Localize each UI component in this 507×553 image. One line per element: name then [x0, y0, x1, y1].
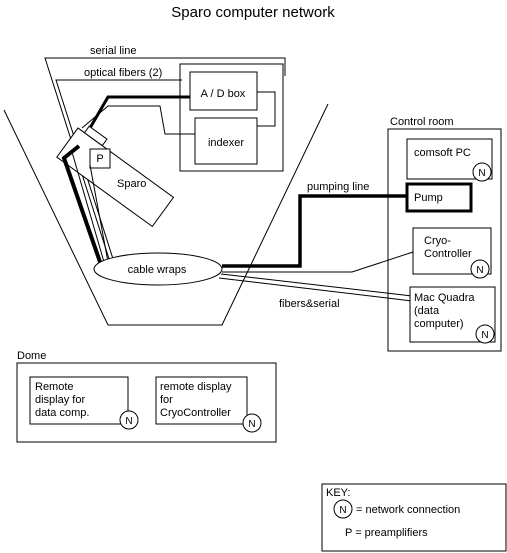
cable-wraps-label: cable wraps [128, 264, 187, 276]
remote2-line1: remote display [160, 381, 232, 393]
optical-fiber-route [55, 79, 182, 263]
remote2-network-icon [242, 413, 262, 433]
ad-box [189, 71, 258, 111]
mac-label-line2: (data [414, 305, 440, 317]
comsoft-label: comsoft PC [414, 147, 471, 159]
ad-to-sparo-thick-line [88, 95, 190, 129]
remote2-line2: for [160, 394, 173, 406]
key-preamp-text: P = preamplifiers [345, 527, 428, 539]
remote2-network-label: N [248, 419, 255, 430]
sparo-instrument [56, 127, 175, 228]
remote-display-cryo [155, 376, 248, 425]
pump-box [405, 182, 473, 213]
electronics-enclosure [179, 63, 284, 172]
fibers-serial-label: fibers&serial [279, 298, 340, 310]
remote1-network-label: N [125, 416, 132, 427]
control-room [387, 128, 502, 352]
sparo-top-tab [83, 125, 108, 147]
pumping-line-label: pumping line [307, 181, 369, 193]
comsoft-network-label: N [478, 168, 485, 179]
control-room-title: Control room [390, 116, 454, 128]
preamplifier-label: P [96, 153, 103, 165]
key-box [321, 483, 507, 552]
cable-wraps [93, 252, 223, 286]
remote1-line2: display for [35, 394, 85, 406]
ad-box-label: A / D box [201, 88, 246, 100]
key-network-icon [333, 499, 353, 519]
mac-label-line1: Mac Quadra [414, 292, 475, 304]
key-title: KEY: [326, 487, 350, 499]
mac-network-label: N [481, 330, 488, 341]
cryo-connection-line [222, 251, 414, 273]
telescope-outline [3, 103, 329, 326]
cryo-label-line1: Cryo- [424, 235, 451, 247]
remote2-line3: CryoController [160, 407, 231, 419]
serial-line-label: serial line [90, 45, 136, 57]
remote1-network-icon [119, 410, 139, 430]
electronics-to-sparo-line [81, 105, 195, 135]
pump-label: Pump [414, 192, 443, 204]
key-network-text: = network connection [356, 504, 460, 516]
sparo-thick-cable [61, 144, 102, 263]
mac-label-line3: computer) [414, 318, 464, 330]
dome-title: Dome [17, 350, 46, 362]
sparo-cable-b [89, 164, 109, 263]
fibers-serial-line-a [220, 273, 413, 297]
remote1-line1: Remote [35, 381, 74, 393]
cryo-network-label: N [476, 265, 483, 276]
pumping-line [222, 194, 407, 268]
key-network-symbol: N [339, 505, 346, 516]
optical-fibers-label: optical fibers (2) [84, 67, 162, 79]
comsoft-network-icon [472, 162, 492, 182]
cryo-label-line2: Controller [424, 248, 472, 260]
diagram-title: Sparo computer network [171, 4, 335, 21]
dome-box [16, 362, 277, 443]
fibers-serial-line-b [218, 277, 413, 302]
cryo-network-icon [470, 259, 490, 279]
preamplifier-box [89, 148, 111, 169]
indexer-box [194, 117, 258, 165]
sparo-label: Sparo [117, 178, 146, 190]
remote-display-data [29, 376, 129, 425]
sparo-cable-a [71, 151, 105, 263]
mac-network-icon [475, 324, 495, 344]
indexer-label: indexer [208, 137, 244, 149]
remote1-line3: data comp. [35, 407, 89, 419]
ad-to-electronics-connector [257, 91, 276, 127]
